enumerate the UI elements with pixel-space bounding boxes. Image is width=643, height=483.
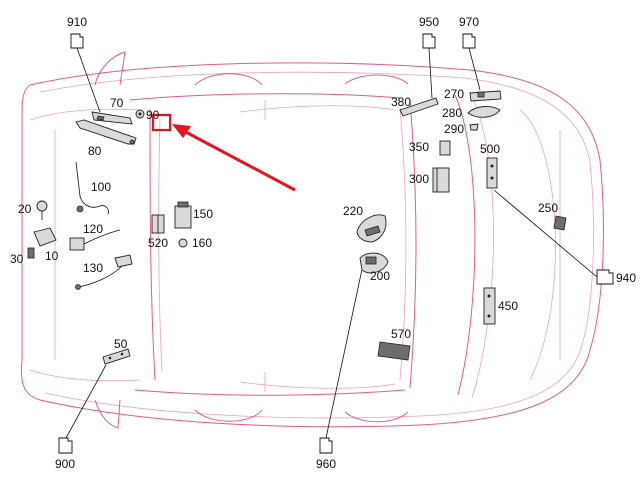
label-270: 270: [444, 87, 464, 101]
part-160: [178, 238, 188, 248]
label-100: 100: [91, 180, 111, 194]
part-labels: 910 950 970 70 90 80 380 270 280 290 350…: [10, 15, 636, 471]
part-380: [399, 97, 439, 117]
label-90: 90: [146, 108, 160, 122]
part-50: [102, 348, 131, 365]
part-130: [75, 254, 133, 290]
label-160: 160: [192, 236, 212, 250]
label-80: 80: [88, 144, 102, 158]
label-970: 970: [459, 15, 479, 29]
connector-900: [58, 437, 73, 454]
part-450: [483, 287, 496, 325]
label-940: 940: [616, 271, 636, 285]
part-30: [27, 247, 35, 259]
label-500: 500: [480, 142, 500, 156]
part-80-bracket: [75, 119, 137, 145]
label-70: 70: [110, 96, 124, 110]
label-30: 30: [10, 252, 24, 266]
part-300: [432, 167, 450, 193]
connector-970: [462, 33, 476, 49]
label-120: 120: [83, 222, 103, 236]
red-arrow-icon: [172, 124, 296, 192]
label-570: 570: [391, 327, 411, 341]
label-10: 10: [45, 249, 59, 263]
part-350: [439, 140, 451, 156]
label-910: 910: [67, 15, 87, 29]
car-outline: [20, 51, 604, 429]
part-120: [69, 229, 121, 251]
label-200: 200: [370, 269, 390, 283]
connector-910: [70, 33, 84, 49]
label-130: 130: [83, 261, 103, 275]
part-10: [33, 227, 57, 247]
label-900: 900: [55, 457, 75, 471]
part-20: [36, 200, 48, 220]
part-280: [467, 106, 501, 118]
label-220: 220: [343, 204, 363, 218]
connector-940: [596, 269, 614, 285]
label-950: 950: [419, 15, 439, 29]
highlight-box-icon: [151, 113, 172, 132]
part-250: [553, 215, 567, 231]
label-150: 150: [193, 207, 213, 221]
connector-950: [422, 33, 436, 49]
label-250: 250: [538, 201, 558, 215]
part-520: [151, 214, 165, 234]
leader-lines: [65, 47, 598, 439]
part-270: [469, 90, 502, 102]
part-70-bracket: [91, 111, 133, 125]
part-200: [359, 252, 389, 274]
label-20: 20: [18, 202, 32, 216]
part-500: [486, 157, 498, 189]
label-450: 450: [498, 299, 518, 313]
label-520: 520: [148, 236, 168, 250]
label-350: 350: [409, 140, 429, 154]
label-50: 50: [114, 337, 128, 351]
part-150: [174, 201, 192, 229]
part-100: [75, 161, 109, 215]
label-960: 960: [316, 457, 336, 471]
label-380: 380: [391, 95, 411, 109]
connector-960: [319, 437, 333, 454]
label-290: 290: [444, 122, 464, 136]
part-220: [356, 214, 387, 243]
label-300: 300: [409, 172, 429, 186]
label-280: 280: [442, 106, 462, 120]
part-90-sensor: [135, 109, 145, 119]
part-290: [469, 123, 479, 131]
part-570: [377, 341, 411, 361]
